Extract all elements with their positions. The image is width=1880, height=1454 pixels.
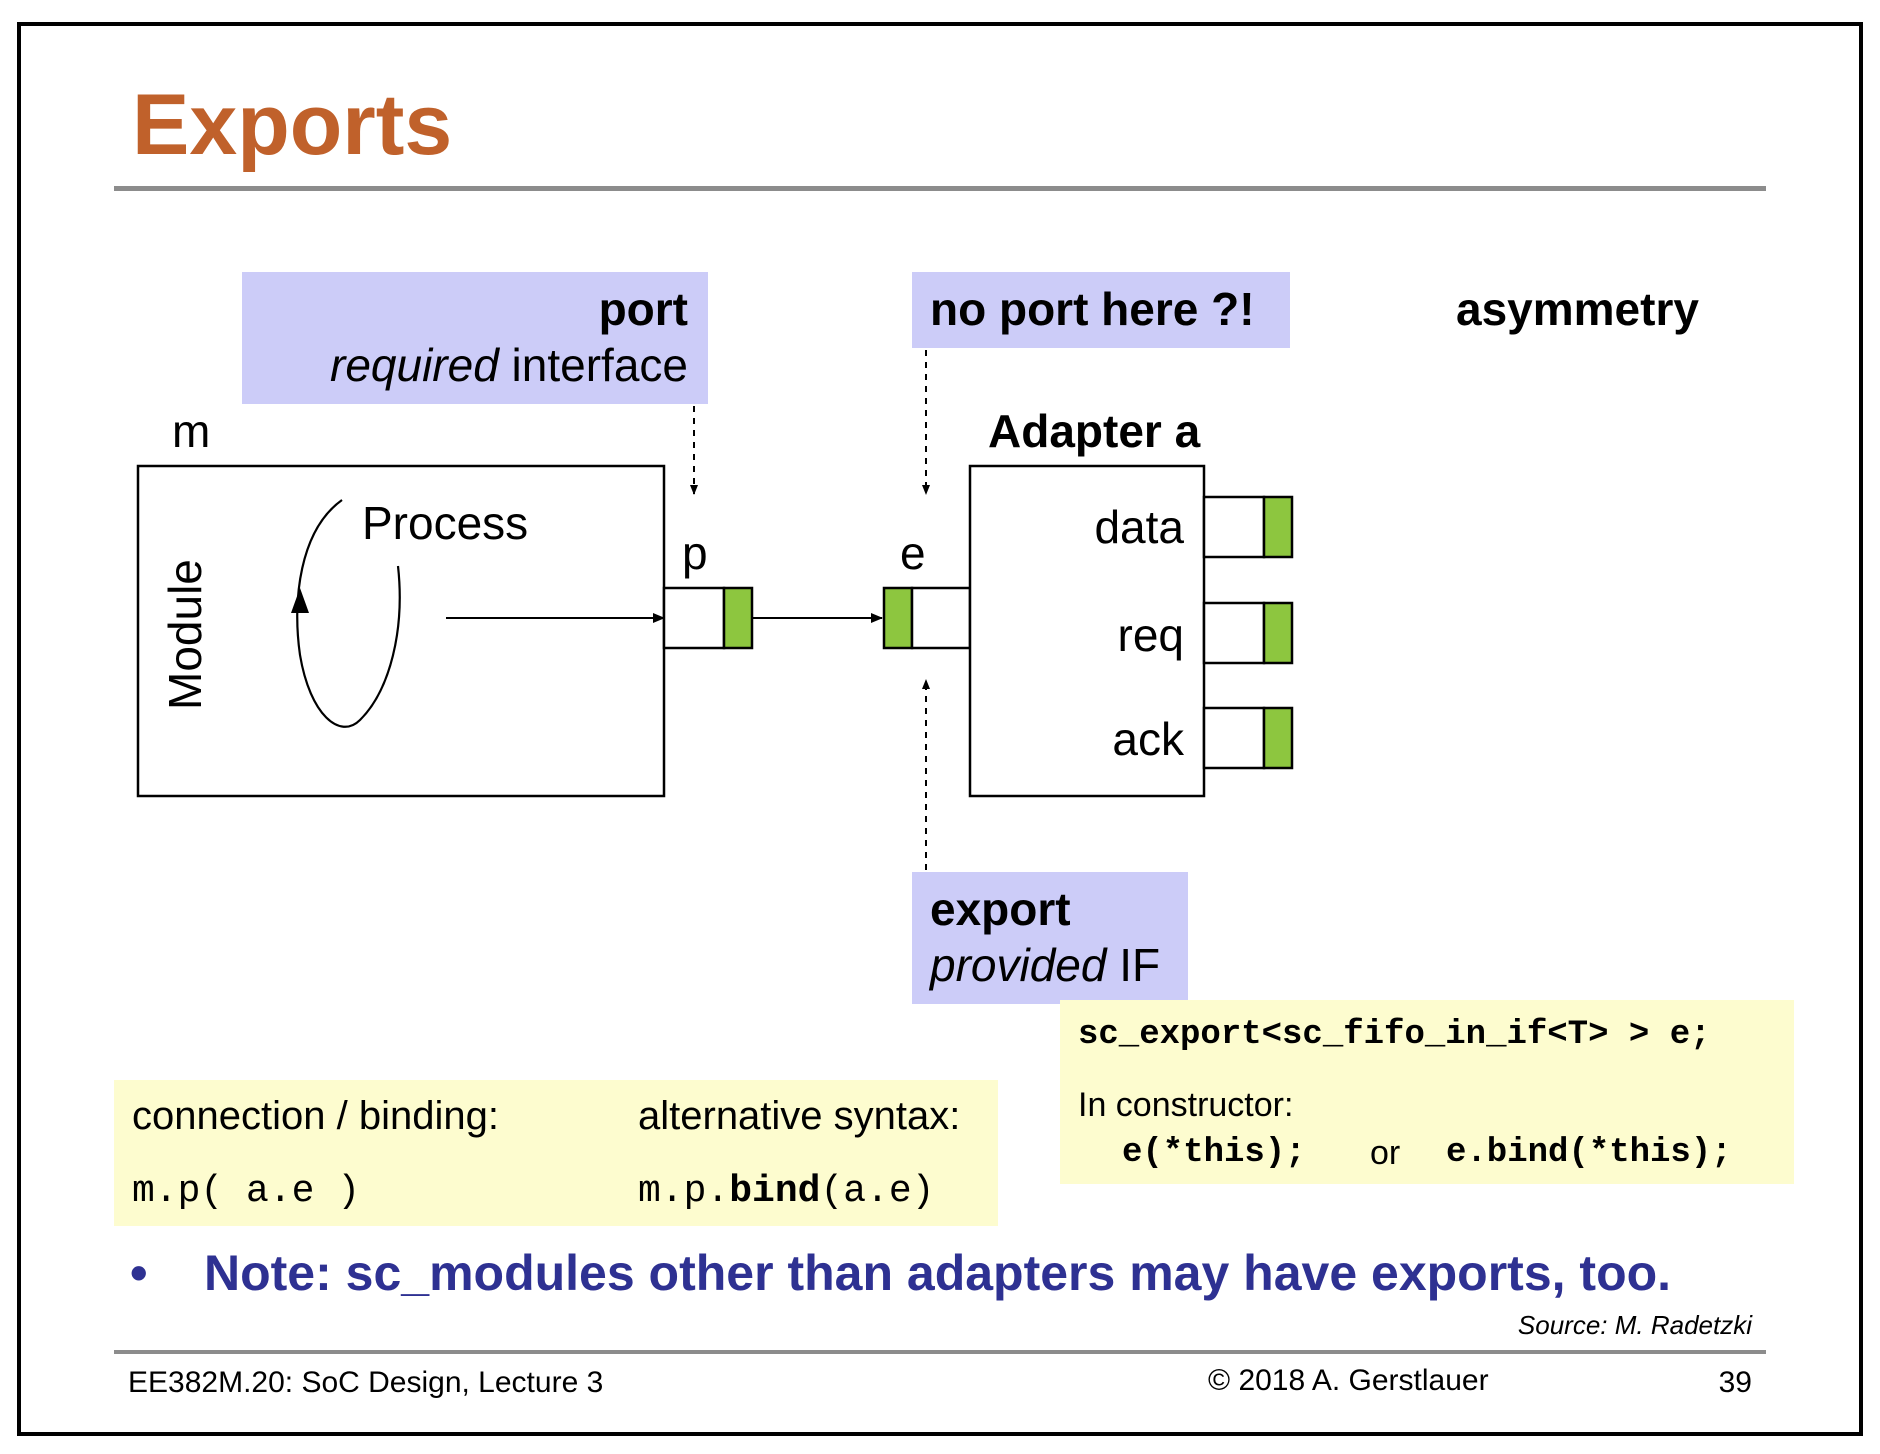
alt-syntax-heading: alternative syntax: [638, 1094, 961, 1138]
slide-title: Exports [132, 77, 453, 173]
note-text: Note: sc_modules other than adapters may… [204, 1245, 1672, 1301]
adapter-port-req [1262, 601, 1294, 665]
export-e-label: e [900, 527, 926, 579]
footer-rule [114, 1350, 1766, 1354]
adapter-port-label-data: data [1094, 501, 1184, 553]
constructor-or: or [1370, 1134, 1401, 1172]
adapter-port-req-outer [1202, 601, 1266, 665]
binding-code: m.p( a.e ) [132, 1170, 361, 1213]
asymmetry-label: asymmetry [1456, 283, 1699, 335]
constructor-code-2: e.bind(*this); [1446, 1134, 1732, 1172]
export-e [882, 586, 914, 650]
footer-copyright: © 2018 A. Gerstlauer [1208, 1364, 1489, 1397]
callout-export: export provided IF [912, 872, 1188, 1004]
module-label: Module [159, 559, 211, 710]
adapter-port-ack [1262, 706, 1294, 770]
port-p-label: p [682, 527, 708, 579]
adapter-box [968, 464, 1206, 798]
export-declaration: sc_export<sc_fifo_in_if<T> > e; [1078, 1016, 1711, 1054]
callout-port-title: port [598, 283, 688, 335]
process-label: Process [362, 497, 529, 549]
footer-page-number: 39 [1718, 1366, 1752, 1399]
adapter-port-label-ack: ack [1112, 713, 1184, 765]
footer-course: EE382M.20: SoC Design, Lecture 3 [128, 1366, 604, 1399]
binding-heading: connection / binding: [132, 1094, 499, 1138]
binding-box: connection / binding: alternative syntax… [114, 1080, 998, 1226]
callout-export-subtitle: provided IF [930, 939, 1161, 991]
port-p [722, 586, 754, 650]
module-box [136, 464, 666, 798]
process-loop [296, 499, 401, 728]
callout-port-subtitle: required interface [330, 339, 688, 391]
title-rule [114, 186, 1766, 191]
adapter-port-data [1262, 495, 1294, 559]
constructor-code-1: e(*this); [1122, 1134, 1306, 1172]
constructor-label: In constructor: [1078, 1086, 1294, 1124]
port-p-outer [662, 586, 726, 650]
process-loop-arrowhead [291, 588, 309, 613]
callout-no-port: no port here ?! [912, 272, 1290, 348]
export-code-box: sc_export<sc_fifo_in_if<T> > e; In const… [1060, 1000, 1794, 1184]
callout-port: port required interface [242, 272, 708, 404]
callout-export-title: export [930, 883, 1071, 935]
callout-no-port-text: no port here ?! [930, 283, 1255, 335]
note-bullet: • [130, 1245, 148, 1301]
module-instance-label: m [172, 405, 211, 457]
adapter-title: Adapter a [988, 405, 1201, 457]
slide-frame [17, 22, 1863, 1436]
adapter-port-label-req: req [1117, 609, 1184, 661]
adapter-port-data-outer [1202, 495, 1266, 559]
export-e-outer [910, 586, 972, 650]
adapter-port-ack-outer [1202, 706, 1266, 770]
alt-syntax-code: m.p.bind(a.e) [638, 1170, 935, 1213]
source-credit: Source: M. Radetzki [1517, 1310, 1752, 1340]
